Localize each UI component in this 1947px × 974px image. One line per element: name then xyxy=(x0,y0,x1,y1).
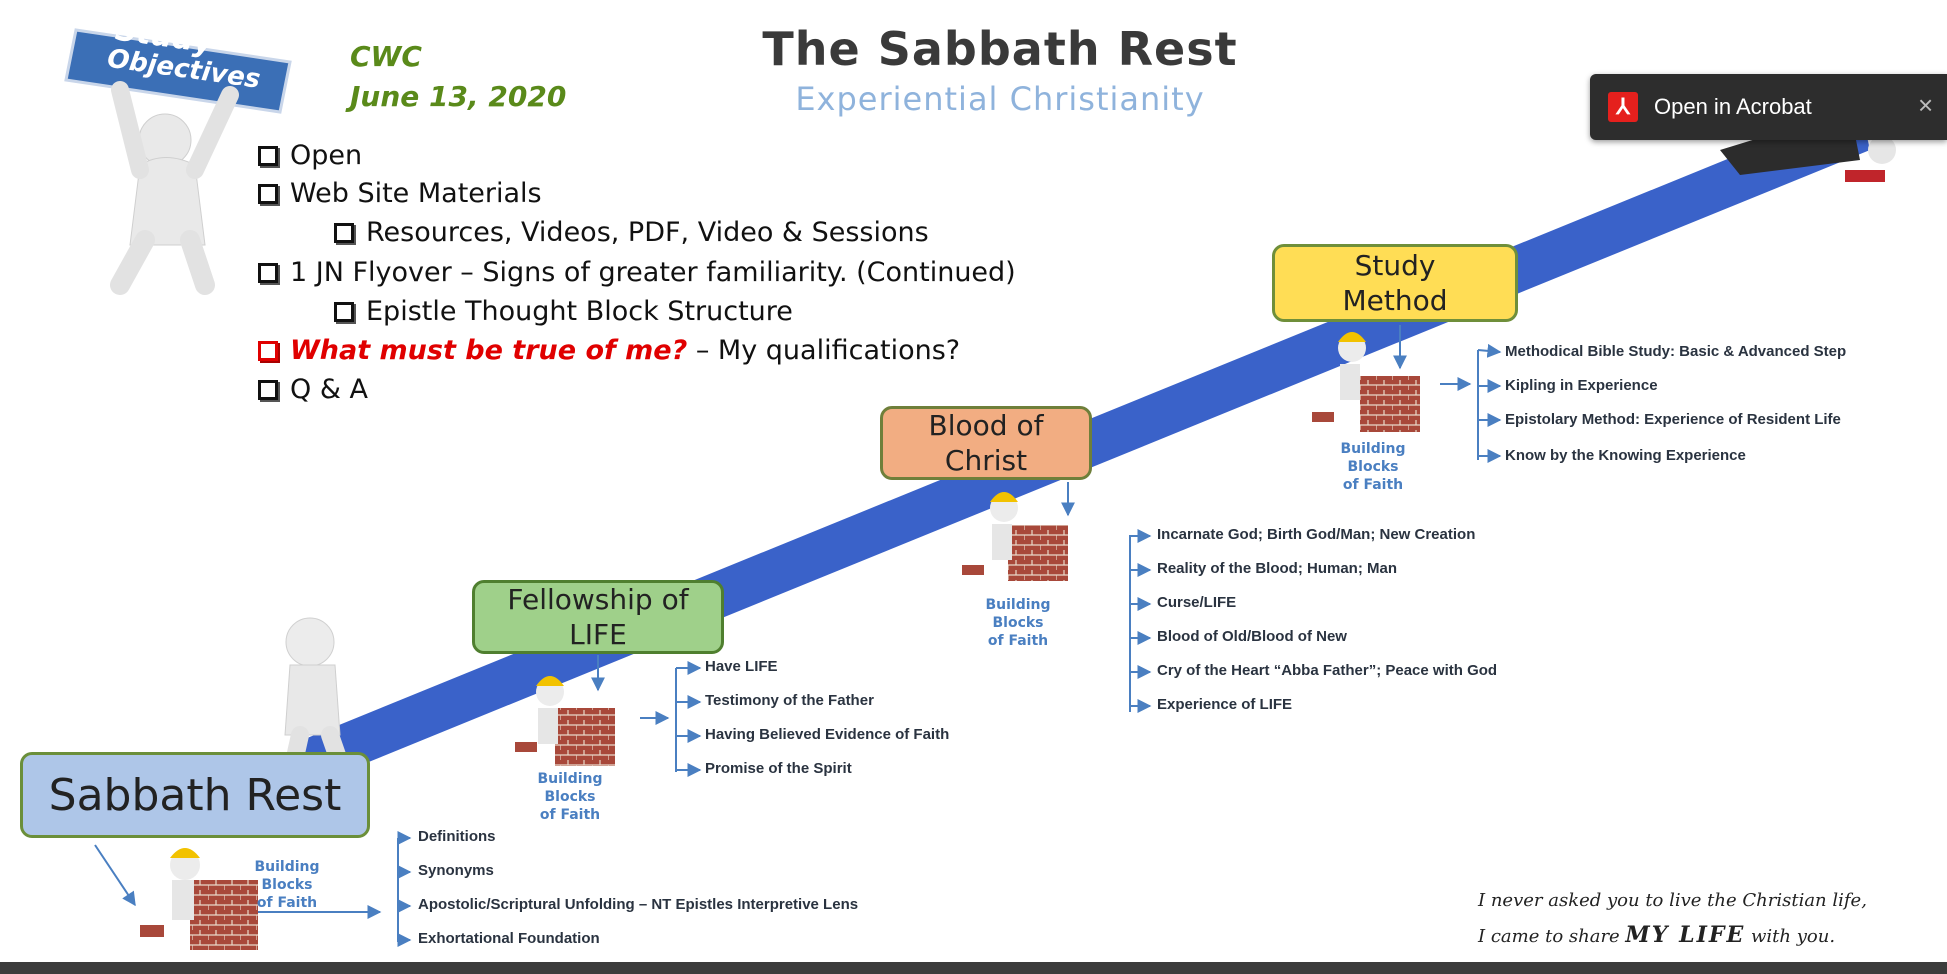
branch-item: Having Believed Evidence of Faith xyxy=(705,726,950,743)
stage-study-method: Study Method xyxy=(1272,244,1518,322)
quote-line-2: I came to share MY LIFE with you. xyxy=(1478,922,1836,948)
connectors-blood xyxy=(1061,482,1152,713)
branch-item: Promise of the Spirit xyxy=(705,760,852,777)
open-in-acrobat-banner[interactable]: ⅄ Open in Acrobat × xyxy=(1590,74,1947,140)
open-in-acrobat-button[interactable]: Open in Acrobat xyxy=(1654,94,1812,119)
branch-item: Synonyms xyxy=(418,862,494,879)
org-label: CWC xyxy=(350,40,422,73)
bottom-bar xyxy=(0,962,1947,974)
objective-item: Epistle Thought Block Structure xyxy=(334,296,793,327)
branch-item: Kipling in Experience xyxy=(1505,377,1658,394)
branch-item: Experience of LIFE xyxy=(1157,696,1293,713)
objective-item: Open xyxy=(258,140,362,171)
objective-item: Web Site Materials xyxy=(258,178,542,209)
branch-item: Exhortational Foundation xyxy=(418,930,600,947)
checkbox-icon xyxy=(334,302,354,322)
branch-item: Curse/LIFE xyxy=(1157,594,1237,611)
connectors-study xyxy=(1393,325,1502,463)
checkbox-icon xyxy=(258,380,278,400)
objective-item: Resources, Videos, PDF, Video & Sessions xyxy=(334,217,929,248)
study-objectives-figure xyxy=(64,28,292,295)
objective-item: 1 JN Flyover – Signs of greater familiar… xyxy=(258,257,1016,288)
objective-item: Q & A xyxy=(258,374,368,405)
builder-figure-sabbath xyxy=(140,848,258,950)
checkbox-icon xyxy=(334,223,354,243)
branch-item: Have LIFE xyxy=(705,658,778,675)
acrobat-icon: ⅄ xyxy=(1608,92,1638,122)
branch-item: Blood of Old/Blood of New xyxy=(1157,628,1347,645)
page-title: The Sabbath Rest xyxy=(762,22,1238,76)
checkbox-icon xyxy=(258,263,278,283)
date-label: June 13, 2020 xyxy=(350,80,567,113)
checkbox-icon xyxy=(258,146,278,166)
branch-item: Epistolary Method: Experience of Residen… xyxy=(1505,411,1841,428)
close-icon[interactable]: × xyxy=(1918,90,1934,120)
branch-item: Apostolic/Scriptural Unfolding – NT Epis… xyxy=(418,896,859,913)
quote-line-1: I never asked you to live the Christian … xyxy=(1478,890,1867,911)
branch-item: Testimony of the Father xyxy=(705,692,874,709)
connectors-sabbath xyxy=(94,831,412,947)
branch-item: Incarnate God; Birth God/Man; New Creati… xyxy=(1157,526,1476,543)
stage-blood-of-christ: Blood of Christ xyxy=(880,406,1092,480)
builder-figure-fellowship xyxy=(515,676,615,766)
checkbox-icon xyxy=(258,341,278,361)
stage-sabbath-rest: Sabbath Rest xyxy=(20,752,370,838)
checkbox-icon xyxy=(258,184,278,204)
stage-fellowship-of-life: Fellowship of LIFE xyxy=(472,580,724,654)
branch-item: Cry of the Heart “Abba Father”; Peace wi… xyxy=(1157,662,1498,679)
branch-item: Definitions xyxy=(418,828,496,845)
objective-item-highlight: What must be true of me? – My qualificat… xyxy=(258,335,960,366)
builder-figure-study xyxy=(1312,332,1420,432)
page-subtitle: Experiential Christianity xyxy=(795,80,1205,118)
branch-item: Reality of the Blood; Human; Man xyxy=(1157,560,1397,577)
connectors-fellowship xyxy=(591,655,702,777)
builder-figure-blood xyxy=(962,492,1068,581)
branch-item: Know by the Knowing Experience xyxy=(1505,447,1746,464)
branch-item: Methodical Bible Study: Basic & Advanced… xyxy=(1505,343,1847,360)
